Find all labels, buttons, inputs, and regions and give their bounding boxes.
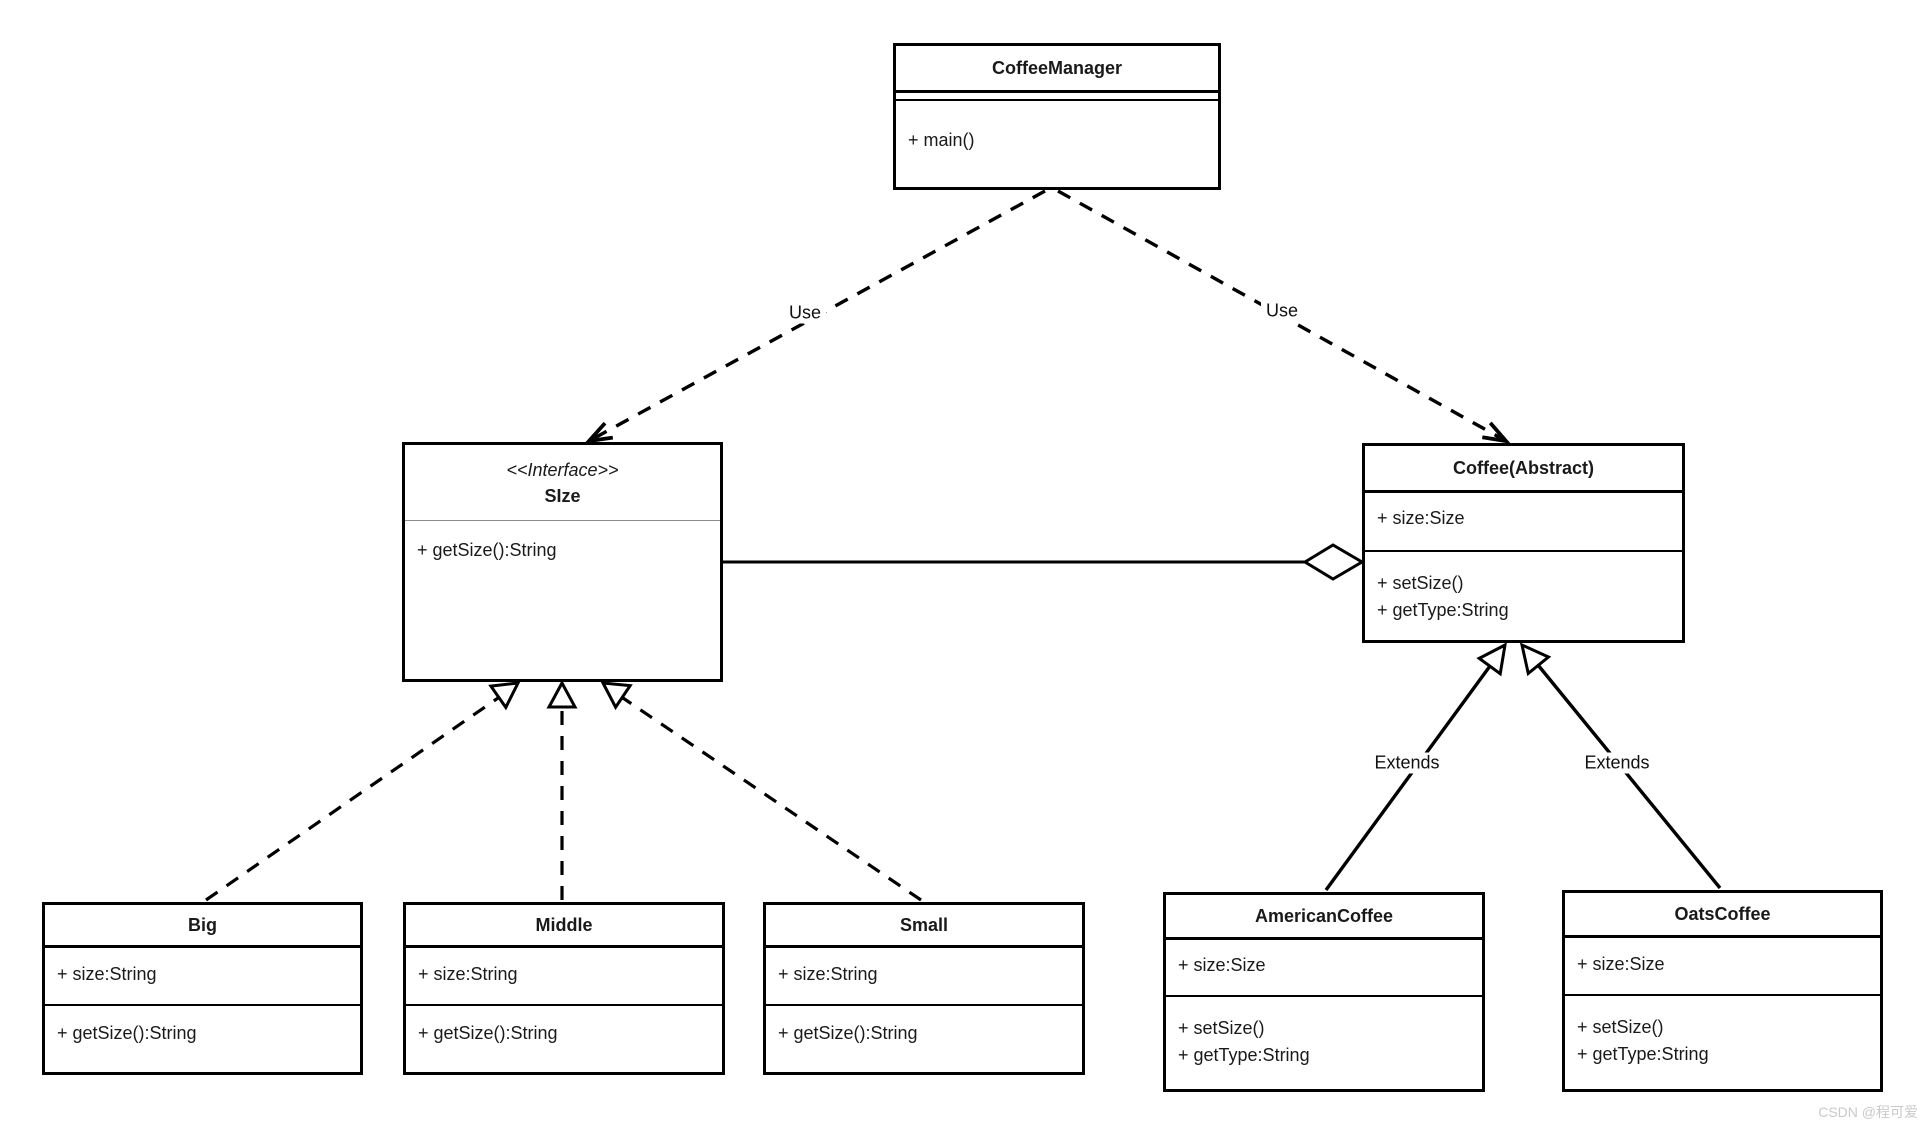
methods-compartment: + setSize() + getType:String	[1166, 997, 1482, 1069]
method-text: + getSize():String	[57, 1023, 197, 1043]
method-text: + getSize():String	[417, 540, 557, 560]
attributes-compartment: + size:Size	[1166, 940, 1482, 997]
methods-compartment: + getSize():String	[405, 521, 720, 564]
class-box-americancoffee: AmericanCoffee + size:Size + setSize() +…	[1163, 892, 1485, 1092]
realize-big-line	[205, 696, 499, 902]
extends-label-left: Extends	[1369, 752, 1445, 774]
method-text: + getType:String	[1178, 1045, 1310, 1065]
class-box-coffee-abstract: Coffee(Abstract) + size:Size + setSize()…	[1362, 443, 1685, 643]
method-text: + setSize()	[1377, 573, 1464, 593]
class-title-big: Big	[45, 905, 360, 948]
class-title-small: Small	[766, 905, 1082, 948]
extends-american-line	[1324, 664, 1492, 892]
watermark-text: CSDN @程可爱	[1818, 1104, 1918, 1120]
class-box-size-interface: <<Interface>> SIze + getSize():String	[402, 442, 723, 682]
attributes-compartment: + size:String	[406, 948, 722, 1006]
class-box-middle: Middle + size:String + getSize():String	[403, 902, 725, 1075]
class-title-americancoffee: AmericanCoffee	[1166, 895, 1482, 940]
method-text: + getType:String	[1577, 1044, 1709, 1064]
class-title-coffee-abstract: Coffee(Abstract)	[1365, 446, 1682, 493]
method-text: + main()	[908, 130, 975, 150]
method-text: + getSize():String	[418, 1023, 558, 1043]
realize-middle-arrowhead	[546, 679, 578, 709]
class-title-middle: Middle	[406, 905, 722, 948]
class-title-size: SIze	[544, 486, 581, 506]
class-box-oatscoffee: OatsCoffee + size:Size + setSize() + get…	[1562, 890, 1883, 1092]
attribute-text: + size:Size	[1577, 954, 1665, 974]
methods-compartment: + getSize():String	[406, 1006, 722, 1047]
realize-small-line	[622, 696, 922, 902]
attributes-compartment: + size:Size	[1565, 938, 1880, 996]
methods-compartment: + setSize() + getType:String	[1365, 552, 1682, 624]
methods-compartment: + getSize():String	[766, 1006, 1082, 1047]
class-box-small: Small + size:String + getSize():String	[763, 902, 1085, 1075]
open-arrowhead-size	[584, 421, 614, 444]
interface-title-compartment: <<Interface>> SIze	[405, 445, 720, 521]
class-title-oatscoffee: OatsCoffee	[1565, 893, 1880, 938]
class-title-coffeemanager: CoffeeManager	[896, 46, 1218, 93]
attributes-compartment: + size:String	[766, 948, 1082, 1006]
method-text: + getSize():String	[778, 1023, 918, 1043]
methods-compartment: + main()	[896, 101, 1218, 154]
methods-compartment: + setSize() + getType:String	[1565, 996, 1880, 1068]
attribute-text: + size:String	[57, 964, 157, 984]
attribute-text: + size:Size	[1377, 508, 1465, 528]
use-label-right: Use	[1260, 300, 1304, 322]
extends-oats-arrowhead	[1519, 642, 1552, 677]
method-text: + setSize()	[1577, 1017, 1664, 1037]
open-arrowhead-coffee	[1481, 421, 1511, 444]
attribute-text: + size:Size	[1178, 955, 1266, 975]
attributes-compartment: + size:String	[45, 948, 360, 1006]
stereotype-label: <<Interface>>	[506, 460, 619, 480]
class-box-big: Big + size:String + getSize():String	[42, 902, 363, 1075]
realize-small-arrowhead	[600, 681, 633, 711]
use-label-left: Use	[783, 302, 827, 324]
attributes-compartment-empty	[896, 93, 1218, 101]
methods-compartment: + getSize():String	[45, 1006, 360, 1047]
attribute-text: + size:String	[418, 964, 518, 984]
method-text: + setSize()	[1178, 1018, 1265, 1038]
attributes-compartment: + size:Size	[1365, 493, 1682, 552]
method-text: + getType:String	[1377, 600, 1509, 620]
attribute-text: + size:String	[778, 964, 878, 984]
class-box-coffeemanager: CoffeeManager + main()	[893, 43, 1221, 190]
aggregation-diamond	[1302, 543, 1365, 581]
extends-label-right: Extends	[1579, 752, 1655, 774]
realize-big-arrowhead	[488, 681, 521, 711]
extends-oats-line	[1536, 663, 1722, 890]
extends-american-arrowhead	[1476, 642, 1507, 677]
